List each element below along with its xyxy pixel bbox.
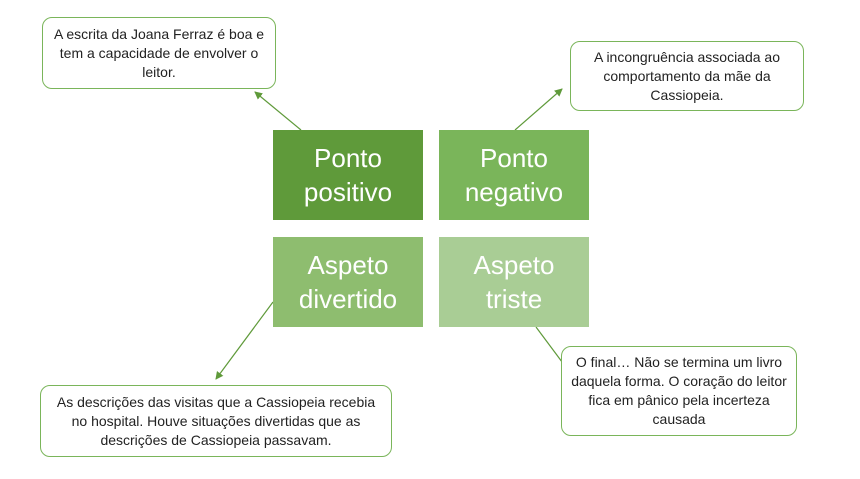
tile-ponto-positivo: Ponto positivo [273, 130, 423, 220]
note-text: A escrita da Joana Ferraz é boa e tem a … [53, 25, 265, 80]
tile-label: Aspeto triste [473, 250, 555, 314]
note-text: A incongruência associada ao comportamen… [593, 48, 781, 103]
arrow-negative [514, 88, 563, 131]
tile-ponto-negativo: Ponto negativo [439, 130, 589, 220]
note-text: O final… Não se termina um livro daquela… [571, 354, 787, 427]
arrow-positive [254, 91, 302, 131]
note-fun: As descrições das visitas que a Cassiope… [40, 385, 392, 457]
tile-label: Aspeto divertido [298, 250, 398, 314]
tile-aspeto-divertido: Aspeto divertido [273, 237, 423, 327]
note-sad: O final… Não se termina um livro daquela… [561, 346, 797, 436]
note-negative: A incongruência associada ao comportamen… [570, 41, 804, 111]
tile-label: Ponto positivo [303, 143, 393, 207]
tile-aspeto-triste: Aspeto triste [439, 237, 589, 327]
arrow-fun [215, 301, 274, 380]
note-text: As descrições das visitas que a Cassiope… [56, 393, 376, 448]
note-positive: A escrita da Joana Ferraz é boa e tem a … [42, 17, 276, 89]
tile-label: Ponto negativo [464, 143, 564, 207]
